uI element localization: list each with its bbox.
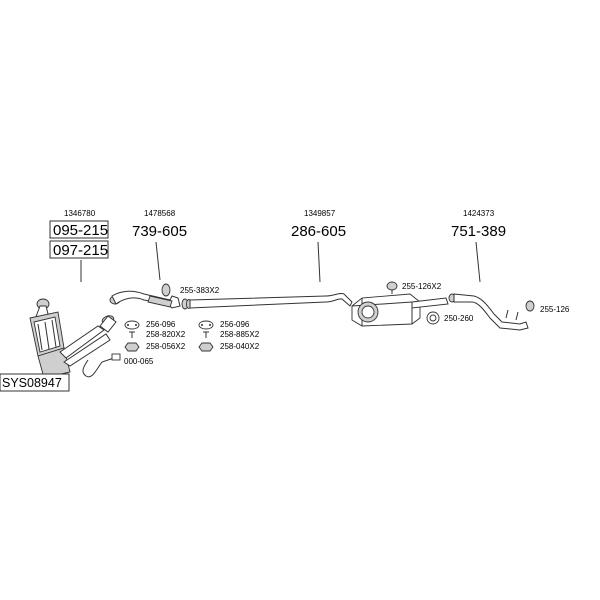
middle-silencer[interactable] — [186, 292, 449, 327]
label-clamp-1: 255-383X2 — [180, 286, 220, 295]
group2-part[interactable]: 739-605 — [132, 223, 187, 240]
label-bolt-1: 258-820X2 — [146, 330, 186, 339]
group1-part-1[interactable]: 095-215 — [53, 222, 108, 239]
group3-part[interactable]: 286-605 — [291, 223, 346, 240]
group4-leader — [475, 241, 481, 283]
nut-1-icon — [124, 342, 140, 352]
label-sensor: 000-065 — [124, 357, 154, 366]
label-nut-1: 258-056X2 — [146, 342, 186, 351]
rear-pipe[interactable] — [448, 293, 529, 331]
group1-part-box-1 — [49, 220, 109, 239]
group3-leader — [317, 241, 321, 283]
front-pipe[interactable] — [109, 290, 189, 310]
hanger-2-icon — [525, 300, 535, 312]
clamp-2-icon — [426, 311, 440, 325]
label-hanger-1: 255-126X2 — [402, 282, 442, 291]
gasket-1-icon — [124, 320, 140, 330]
group1-ref: 1346780 — [64, 209, 96, 218]
sensor-part[interactable] — [82, 353, 121, 378]
label-bolt-2: 258-885X2 — [220, 330, 260, 339]
bolt-2-icon — [203, 331, 209, 338]
group1-part-2[interactable]: 097-215 — [53, 242, 108, 259]
group3-ref: 1349857 — [304, 209, 336, 218]
system-code: SYS08947 — [2, 376, 62, 390]
clamp-1-icon — [161, 283, 171, 297]
label-gasket-2: 256-096 — [220, 320, 250, 329]
group1-part-box-2 — [49, 240, 109, 259]
catalytic-converter[interactable] — [29, 298, 117, 379]
system-code-box — [0, 373, 70, 392]
group4-part[interactable]: 751-389 — [451, 223, 506, 240]
bolt-1-icon — [129, 331, 135, 338]
hanger-1-icon — [386, 281, 398, 294]
label-nut-2: 258-040X2 — [220, 342, 260, 351]
group2-ref: 1478568 — [144, 209, 176, 218]
label-gasket-1: 256-096 — [146, 320, 176, 329]
label-clamp-2: 250-260 — [444, 314, 474, 323]
nut-2-icon — [198, 342, 214, 352]
group4-ref: 1424373 — [463, 209, 495, 218]
gasket-2-icon — [198, 320, 214, 330]
group2-leader — [155, 241, 161, 281]
label-hanger-2: 255-126 — [540, 305, 570, 314]
